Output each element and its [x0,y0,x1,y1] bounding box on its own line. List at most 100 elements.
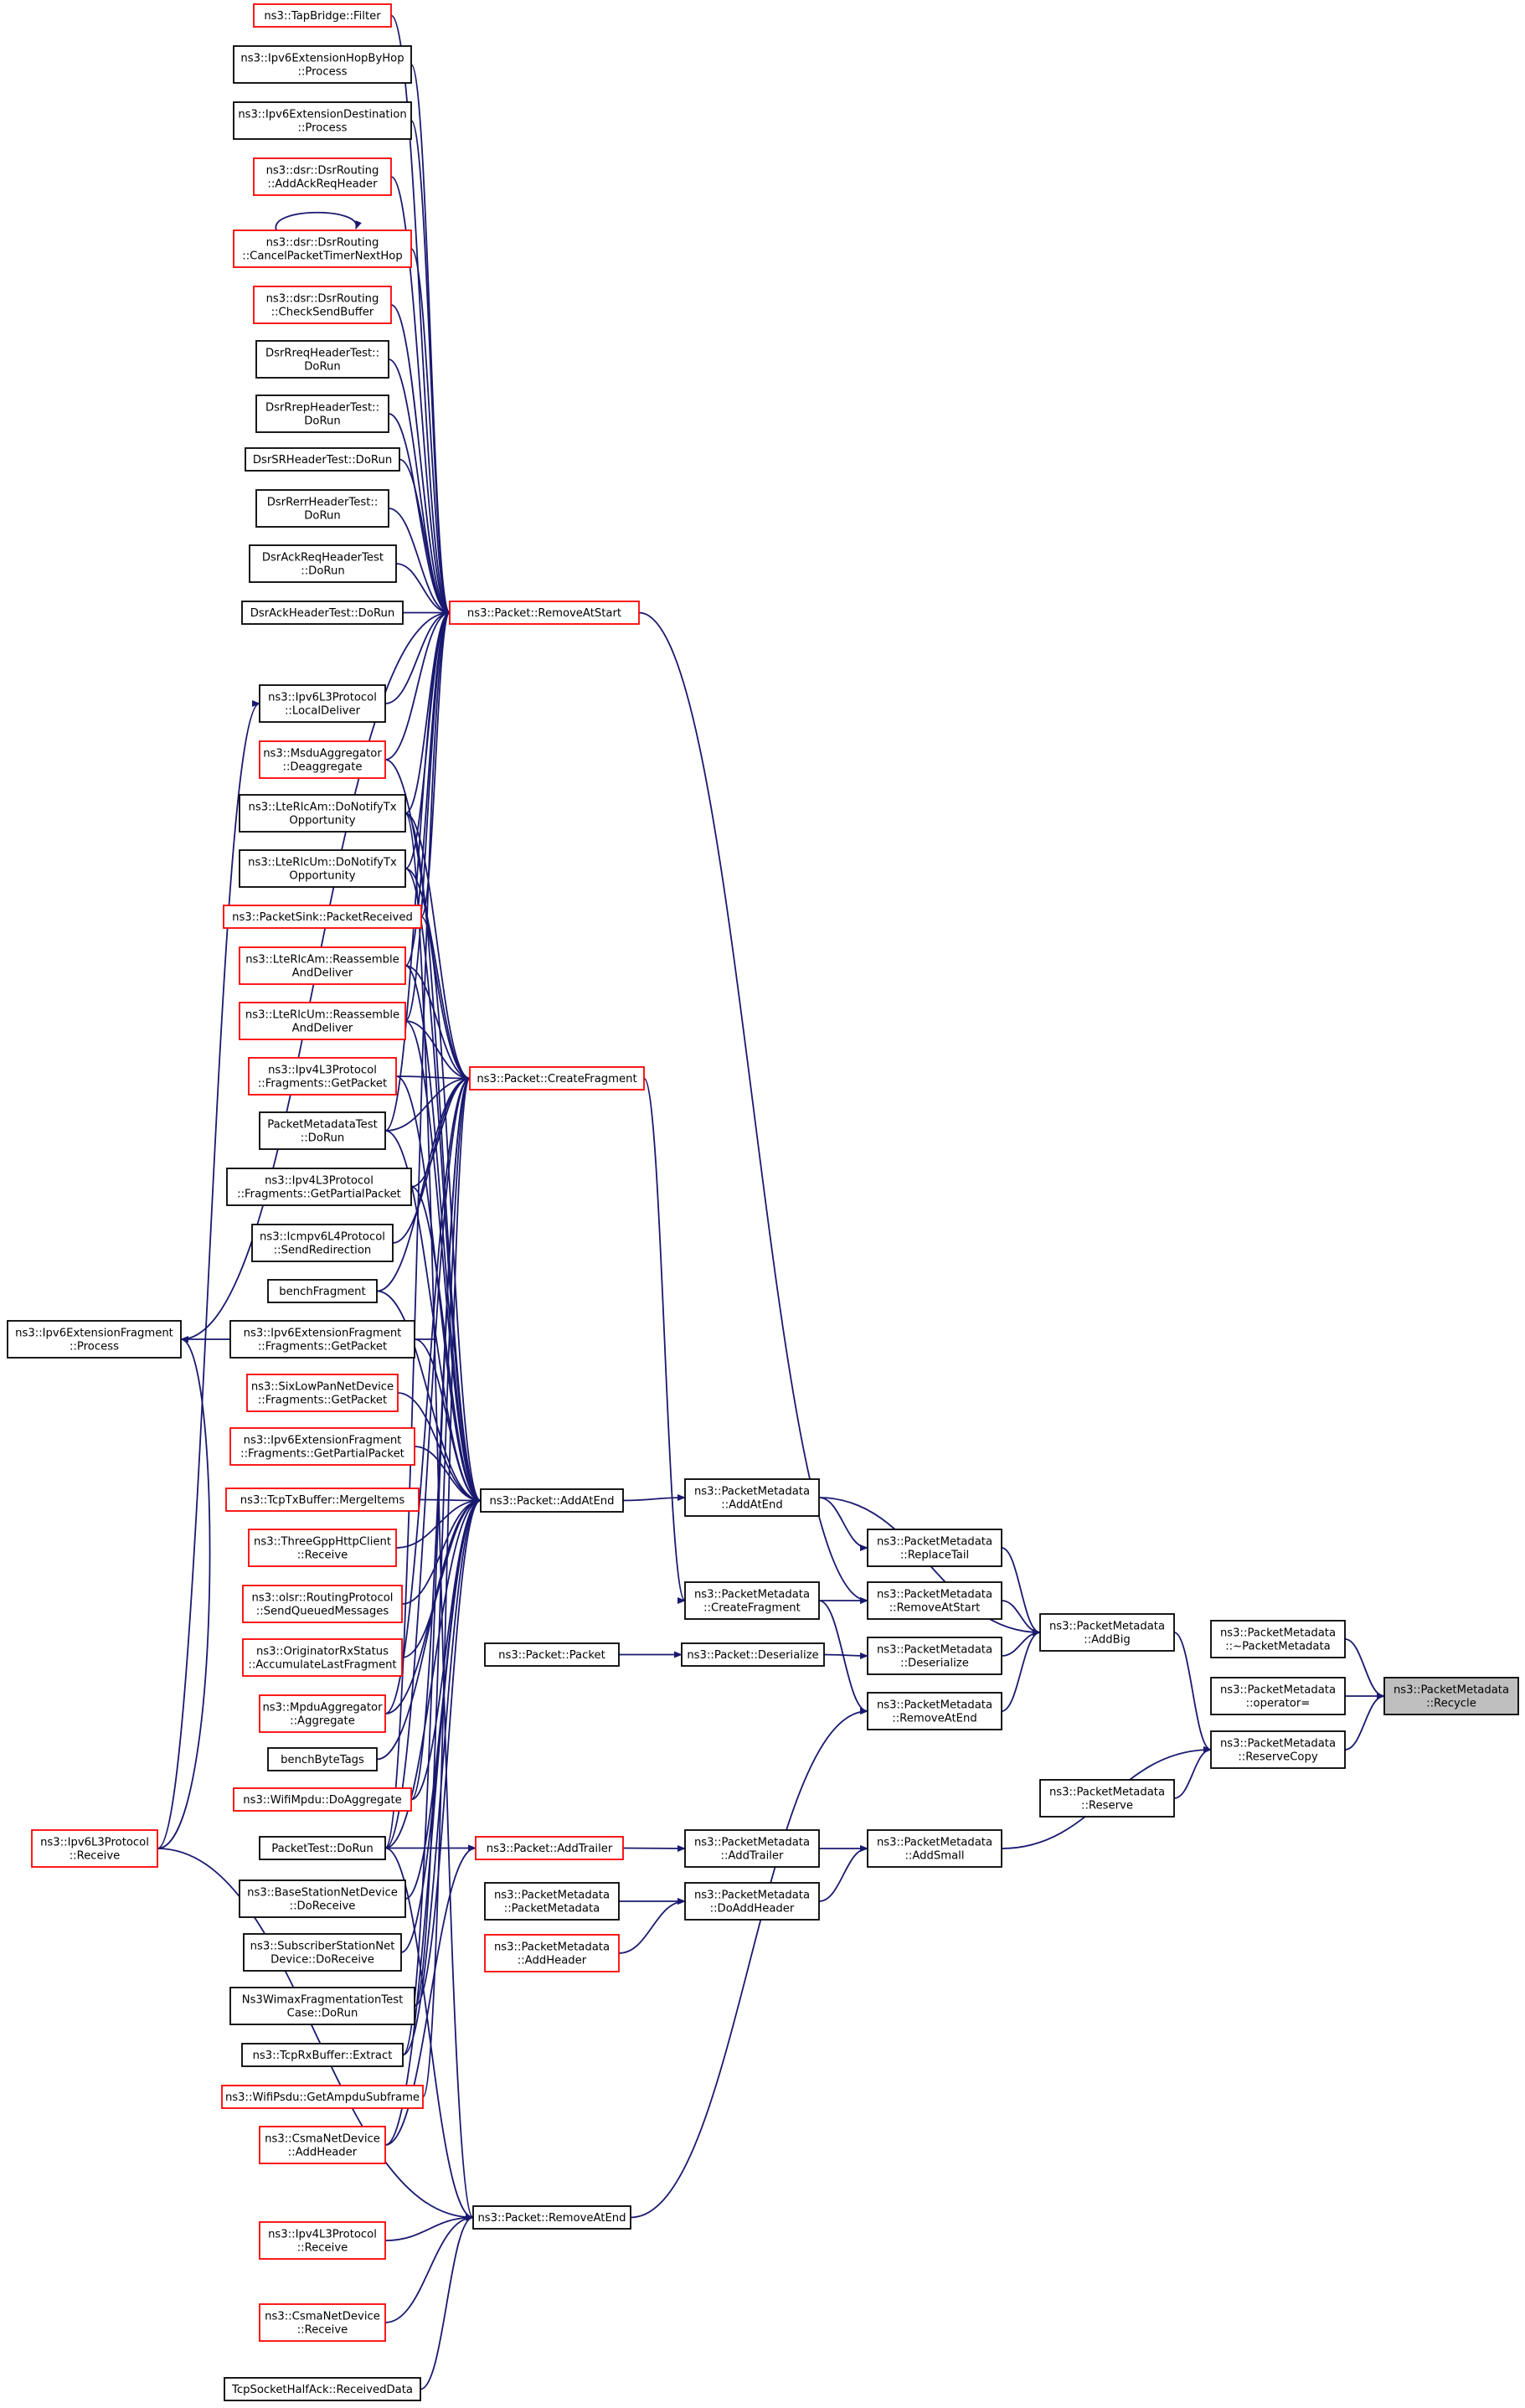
node-label: ns3::dsr::DsrRouting [266,165,379,178]
graph-node-packet-addatend[interactable]: ns3::Packet::AddAtEnd [480,1488,624,1513]
node-label: ::DoAddHeader [710,1903,795,1916]
graph-node-tcprxbuffer-extract[interactable]: ns3::TcpRxBuffer::Extract [241,2043,404,2067]
graph-node-dsr-addackreqheader[interactable]: ns3::dsr::DsrRouting::AddAckReqHeader [253,157,392,196]
graph-node-pm-reservecopy[interactable]: ns3::PacketMetadata::ReserveCopy [1210,1730,1346,1769]
graph-node-dsrsr-dorun[interactable]: DsrSRHeaderTest::DoRun [245,447,400,472]
node-label: ::Aggregate [290,1715,355,1728]
graph-node-benchfragment[interactable]: benchFragment [267,1279,378,1303]
graph-node-csma-receive[interactable]: ns3::CsmaNetDevice::Receive [259,2303,386,2342]
graph-node-ipv6l3-receive[interactable]: ns3::Ipv6L3Protocol::Receive [31,1829,158,1868]
graph-node-originator-accumulate[interactable]: ns3::OriginatorRxStatus::AccumulateLastF… [242,1638,403,1677]
graph-node-pm-reserve[interactable]: ns3::PacketMetadata::Reserve [1039,1779,1175,1818]
graph-node-packet-deserialize[interactable]: ns3::Packet::Deserialize [681,1642,825,1667]
graph-node-pm-addatend[interactable]: ns3::PacketMetadata::AddAtEnd [684,1478,820,1517]
node-label: ::AddHeader [288,2147,358,2159]
call-edge [384,609,451,761]
graph-node-tapbridge-filter[interactable]: ns3::TapBridge::Filter [253,3,392,28]
graph-node-subscriber-doreceive[interactable]: ns3::SubscriberStationNetDevice::DoRecei… [243,1933,402,1972]
node-label: ::Fragments::GetPacket [258,1078,387,1091]
node-box [259,1836,386,1860]
graph-node-dsrrreq-dorun[interactable]: DsrRreqHeaderTest::DoRun [255,340,389,379]
graph-node-ipv6extfrag-process[interactable]: ns3::Ipv6ExtensionFragment::Process [7,1320,182,1359]
graph-node-dsrrrep-dorun[interactable]: DsrRrepHeaderTest::DoRun [255,394,389,433]
node-label: ::Process [298,66,348,79]
graph-node-ipv6-destination-process[interactable]: ns3::Ipv6ExtensionDestination::Process [233,101,412,140]
graph-node-pm-createfragment[interactable]: ns3::PacketMetadata::CreateFragment [684,1581,820,1620]
graph-node-tcpsockethalfack-received[interactable]: TcpSocketHalfAck::ReceivedData [224,2377,421,2401]
graph-node-dsrrerr-dorun[interactable]: DsrRerrHeaderTest::DoRun [255,489,389,528]
graph-node-pm-ctor[interactable]: ns3::PacketMetadata::PacketMetadata [484,1882,620,1921]
call-edge [410,1186,482,1504]
node-label: ns3::PacketMetadata [1220,1738,1336,1751]
graph-node-msdu-deaggregate[interactable]: ns3::MsduAggregator::Deaggregate [259,740,386,779]
graph-node-ipv6-hopbyhop-process[interactable]: ns3::Ipv6ExtensionHopByHop::Process [233,45,412,84]
node-box [259,684,386,723]
graph-node-packet-createfragment[interactable]: ns3::Packet::CreateFragment [469,1066,645,1091]
node-box [449,601,640,625]
graph-node-pm-removeatstart[interactable]: ns3::PacketMetadata::RemoveAtStart [867,1581,1002,1620]
graph-node-ipv6l3-localdeliver[interactable]: ns3::Ipv6L3Protocol::LocalDeliver [259,684,386,723]
graph-node-csma-addheader[interactable]: ns3::CsmaNetDevice::AddHeader [259,2126,386,2164]
node-label: ns3::SixLowPanNetDevice [251,1381,394,1394]
graph-node-pm-replacetail[interactable]: ns3::PacketMetadata::ReplaceTail [867,1529,1002,1567]
graph-node-ipv6extfrag-getpacket[interactable]: ns3::Ipv6ExtensionFragment::Fragments::G… [229,1320,415,1359]
node-box [684,1829,820,1868]
node-label: ns3::PacketMetadata [877,1536,992,1549]
graph-node-mpdu-aggregate[interactable]: ns3::MpduAggregator::Aggregate [259,1694,386,1733]
graph-node-packet-removeatend[interactable]: ns3::Packet::RemoveAtEnd [472,2205,631,2230]
graph-node-dsrackreq-dorun[interactable]: DsrAckReqHeaderTest::DoRun [249,544,397,583]
graph-node-ipv4l3-frag-getpacket[interactable]: ns3::Ipv4L3Protocol::Fragments::GetPacke… [248,1057,397,1096]
graph-node-packet-packet[interactable]: ns3::Packet::Packet [484,1642,620,1667]
graph-node-packetsink-received[interactable]: ns3::PacketSink::PacketReceived [223,905,422,929]
node-box [255,340,389,379]
node-label: ns3::PacketMetadata [877,1837,992,1849]
node-box [684,1478,820,1517]
graph-node-ipv4l3-receive[interactable]: ns3::Ipv4L3Protocol::Receive [259,2221,386,2260]
graph-node-pm-addsmall[interactable]: ns3::PacketMetadata::AddSmall [867,1829,1002,1868]
node-label: ::Receive [297,2324,348,2337]
graph-node-wifimpdu-doaggregate[interactable]: ns3::WifiMpdu::DoAggregate [233,1787,412,1812]
graph-node-pm-recycle[interactable]: ns3::PacketMetadata::Recycle [1383,1677,1519,1715]
graph-node-sixlowpan-getpacket[interactable]: ns3::SixLowPanNetDevice::Fragments::GetP… [246,1374,399,1412]
graph-node-packet-removeatstart[interactable]: ns3::Packet::RemoveAtStart [449,601,640,625]
graph-node-olsr-sendqueued[interactable]: ns3::olsr::RoutingProtocol::SendQueuedMe… [242,1585,403,1623]
graph-node-packet-addtrailer[interactable]: ns3::Packet::AddTrailer [475,1836,624,1860]
graph-node-pm-dtor[interactable]: ns3::PacketMetadata::~PacketMetadata [1210,1620,1346,1658]
graph-node-ipv6extfrag-getpartial[interactable]: ns3::Ipv6ExtensionFragment::Fragments::G… [229,1427,415,1466]
graph-node-pm-addtrailer[interactable]: ns3::PacketMetadata::AddTrailer [684,1829,820,1868]
graph-node-tcptxbuffer-mergeitems[interactable]: ns3::TcpTxBuffer::MergeItems [225,1488,420,1512]
node-label: ::Process [298,122,348,135]
graph-node-threegpp-receive[interactable]: ns3::ThreeGppHttpClient::Receive [248,1529,397,1567]
node-label: ns3::PacketMetadata [877,1644,992,1657]
graph-node-dsrack-dorun[interactable]: DsrAckHeaderTest::DoRun [241,601,404,625]
graph-node-ipv4l3-frag-getpartial[interactable]: ns3::Ipv4L3Protocol::Fragments::GetParti… [226,1168,412,1206]
node-label: ns3::LteRlcUm::DoNotifyTx [248,857,397,869]
graph-node-basestation-doreceive[interactable]: ns3::BaseStationNetDevice::DoReceive [239,1879,406,1918]
graph-node-benchbytetags[interactable]: benchByteTags [267,1747,378,1771]
node-box [867,1829,1002,1868]
graph-node-packetmetadatatest-dorun[interactable]: PacketMetadataTest::DoRun [259,1111,386,1150]
node-box [255,394,389,433]
graph-node-pm-addheader[interactable]: ns3::PacketMetadata::AddHeader [484,1934,620,1972]
node-box [259,2303,386,2342]
graph-node-pm-operator-assign[interactable]: ns3::PacketMetadata::operator= [1210,1677,1346,1715]
graph-node-pm-deserialize[interactable]: ns3::PacketMetadata::Deserialize [867,1637,1002,1675]
graph-node-pm-removeatend[interactable]: ns3::PacketMetadata::RemoveAtEnd [867,1692,1002,1730]
node-label: ns3::PacketMetadata [694,1837,810,1849]
graph-node-wifipsdu-getampdu[interactable]: ns3::WifiPsdu::GetAmpduSubframe [221,2085,424,2109]
graph-node-dsr-checksendbuffer[interactable]: ns3::dsr::DsrRouting::CheckSendBuffer [253,286,392,324]
node-label: ::Receive [297,1549,348,1562]
graph-node-dsr-cancelpackettimer[interactable]: ns3::dsr::DsrRouting::CancelPacketTimerN… [233,229,412,268]
graph-node-packettest-dorun[interactable]: PacketTest::DoRun [259,1836,386,1860]
graph-node-icmpv6-sendredirection[interactable]: ns3::Icmpv6L4Protocol::SendRedirection [251,1224,394,1262]
call-edge [384,609,451,704]
graph-node-pm-doaddheader[interactable]: ns3::PacketMetadata::DoAddHeader [684,1882,820,1921]
node-box [259,1111,386,1150]
graph-node-pm-addbig[interactable]: ns3::PacketMetadata::AddBig [1039,1613,1175,1652]
node-box [251,1224,394,1262]
